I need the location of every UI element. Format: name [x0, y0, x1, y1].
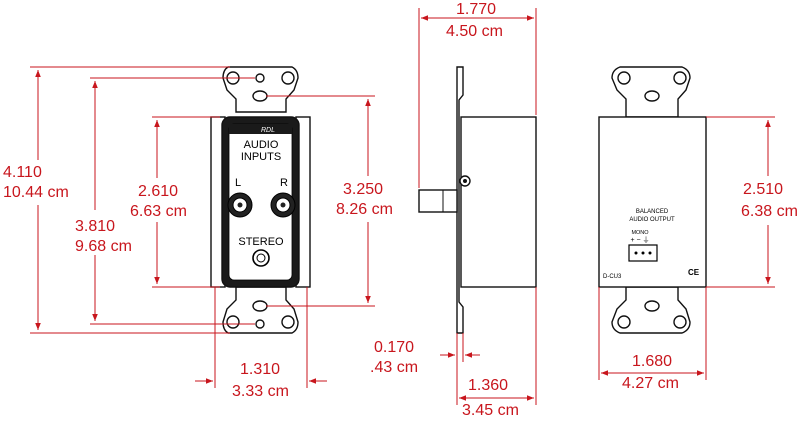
audio-inputs-label-line1: AUDIO	[244, 139, 279, 151]
plate-thickness-cm: .43 cm	[370, 359, 418, 376]
pin-labels: + − ⏚	[630, 236, 649, 244]
rear-width-cm: 4.27 cm	[622, 375, 679, 392]
front-dimensions: 4.110 10.44 cm 3.810 9.68 cm 2.610 6.63 …	[3, 66, 393, 400]
front-width-cm: 3.33 cm	[232, 383, 289, 400]
hole-spacing-inches: 3.810	[75, 218, 115, 235]
overall-height-inches: 4.110	[3, 164, 42, 181]
body-height-inches: 3.250	[343, 181, 383, 198]
rca-jack-right	[270, 192, 296, 218]
front-width-inches: 1.310	[240, 361, 280, 378]
hole-spacing-cm: 9.68 cm	[75, 238, 132, 255]
stereo-mini-jack	[252, 249, 270, 267]
side-jack-barrel	[418, 189, 458, 213]
side-body	[460, 116, 537, 288]
rear-height-inches: 2.510	[743, 181, 783, 198]
bottom-screw-hole	[255, 319, 265, 329]
stereo-label: STEREO	[238, 236, 284, 248]
jack-height-cm: 6.63 cm	[130, 203, 187, 220]
left-channel-label: L	[235, 177, 241, 189]
audio-inputs-label-line2: INPUTS	[241, 151, 281, 163]
front-view: RDL AUDIO INPUTS L R STEREO	[210, 66, 311, 334]
rear-width-inches: 1.680	[632, 353, 672, 370]
side-mounting-plate	[456, 66, 464, 334]
plate-thickness-inches: 0.170	[374, 339, 414, 356]
side-dimensions: 1.770 4.50 cm 0.170 .43 cm 1.360 3.45 cm	[370, 1, 537, 419]
depth-cm: 4.50 cm	[446, 23, 503, 40]
output-terminal-block	[628, 244, 658, 262]
rca-jack-left	[227, 192, 253, 218]
brand-label: RDL	[261, 127, 275, 134]
body-depth-inches: 1.360	[468, 377, 508, 394]
rear-height-cm: 6.38 cm	[741, 203, 798, 220]
body-depth-cm: 3.45 cm	[462, 402, 519, 419]
jack-height-inches: 2.610	[138, 183, 178, 200]
rear-dimensions: 2.510 6.38 cm 1.680 4.27 cm	[598, 116, 798, 392]
rear-view: BALANCED AUDIO OUTPUT MONO + − ⏚ D-CU3 C…	[598, 66, 707, 334]
output-label-line1: BALANCED	[636, 209, 669, 215]
overall-height-cm: 10.44 cm	[3, 184, 69, 201]
depth-inches: 1.770	[456, 1, 496, 18]
mono-label: MONO	[631, 230, 649, 236]
side-view	[418, 66, 537, 334]
top-screw-hole	[255, 73, 265, 83]
body-height-cm: 8.26 cm	[336, 201, 393, 218]
model-label: D-CU3	[603, 274, 622, 280]
right-channel-label: R	[280, 177, 288, 189]
output-label-line2: AUDIO OUTPUT	[629, 217, 675, 223]
ce-mark: CE	[688, 268, 700, 277]
